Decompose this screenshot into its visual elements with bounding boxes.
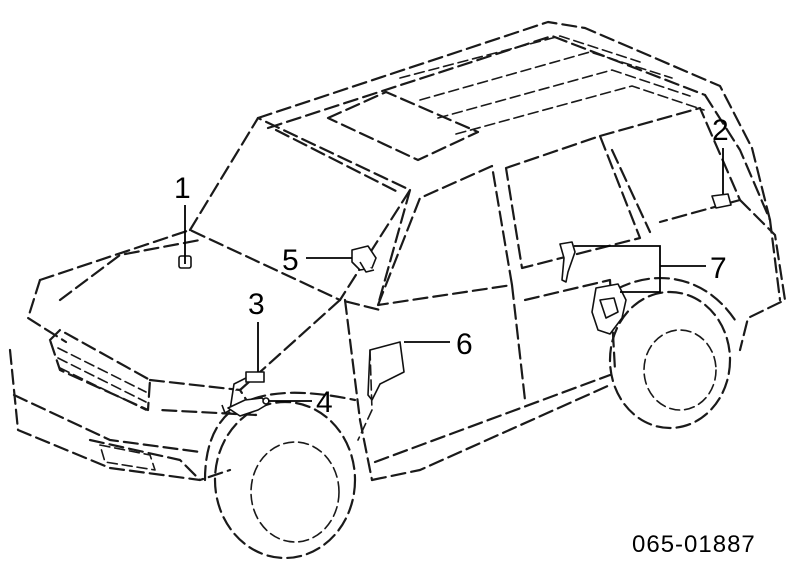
part-5-module xyxy=(351,245,377,273)
callout-5: 5 xyxy=(282,244,299,277)
part-2-sensor xyxy=(711,193,732,209)
diagram-code: 065-01887 xyxy=(632,531,756,558)
vehicle-outline xyxy=(8,20,787,560)
leader-lines xyxy=(184,148,724,402)
part-7-switch-assembly xyxy=(559,241,627,335)
callout-6: 6 xyxy=(456,328,473,361)
callout-1: 1 xyxy=(174,172,191,205)
callout-7: 7 xyxy=(710,252,727,285)
callout-3: 3 xyxy=(248,288,265,321)
part-1-sensor xyxy=(178,255,192,269)
callout-2: 2 xyxy=(712,114,729,147)
part-6-cover xyxy=(357,341,405,441)
callout-labels: 1 2 3 4 5 6 7 xyxy=(174,114,729,419)
callout-4: 4 xyxy=(316,386,333,419)
